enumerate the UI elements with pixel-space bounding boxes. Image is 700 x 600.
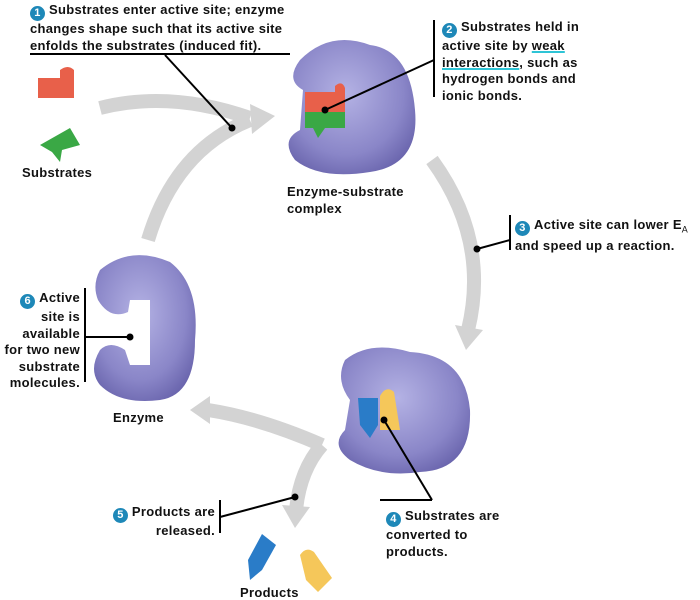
arrow-back-to-enzyme — [206, 403, 325, 452]
step3-leader — [476, 239, 511, 250]
step1-leader — [164, 54, 233, 129]
step5-leader — [219, 496, 296, 518]
step-badge: 1 — [30, 6, 45, 21]
keyword-interactions[interactable]: interactions — [442, 54, 520, 70]
arrowhead-3 — [282, 505, 310, 528]
enzyme-substrate-complex — [288, 40, 416, 175]
enzyme — [94, 255, 196, 401]
arrowhead-1 — [250, 104, 275, 134]
step4-leader — [383, 419, 433, 501]
arrowhead-4 — [190, 396, 210, 424]
step-badge: 6 — [20, 294, 36, 309]
leader-dot — [473, 245, 481, 253]
bound-substrate-green — [305, 112, 345, 138]
step-badge: 3 — [515, 221, 530, 236]
leader-dot — [126, 333, 134, 341]
leader-dot — [228, 124, 236, 132]
substrate-green — [40, 128, 80, 162]
step-badge: 4 — [386, 512, 401, 527]
leader-dot — [291, 493, 299, 501]
arrow-substrates-in — [98, 93, 253, 125]
products-label: Products — [240, 585, 299, 600]
arrow-enzyme-to-complex — [141, 113, 253, 243]
enzyme-product-complex — [338, 347, 471, 474]
keyword-weak[interactable]: weak — [531, 38, 565, 53]
enzyme-substrate-complex-label: Enzyme-substrate complex — [287, 184, 404, 216]
step2-leader — [324, 59, 435, 111]
substrates-label: Substrates — [22, 165, 93, 180]
arrowhead-2 — [455, 325, 483, 350]
leader-dot — [380, 416, 388, 424]
bound-product-blue — [358, 398, 378, 438]
step-badge: 5 — [112, 508, 128, 523]
step-badge: 2 — [442, 23, 457, 38]
enzyme-label: Enzyme — [113, 410, 164, 425]
arrow-complex-to-reaction — [426, 155, 482, 332]
leader-dot — [321, 106, 329, 114]
product-yellow — [300, 549, 332, 592]
substrate-red — [38, 67, 74, 98]
arrow-products-out — [289, 440, 328, 511]
product-blue — [248, 534, 276, 580]
